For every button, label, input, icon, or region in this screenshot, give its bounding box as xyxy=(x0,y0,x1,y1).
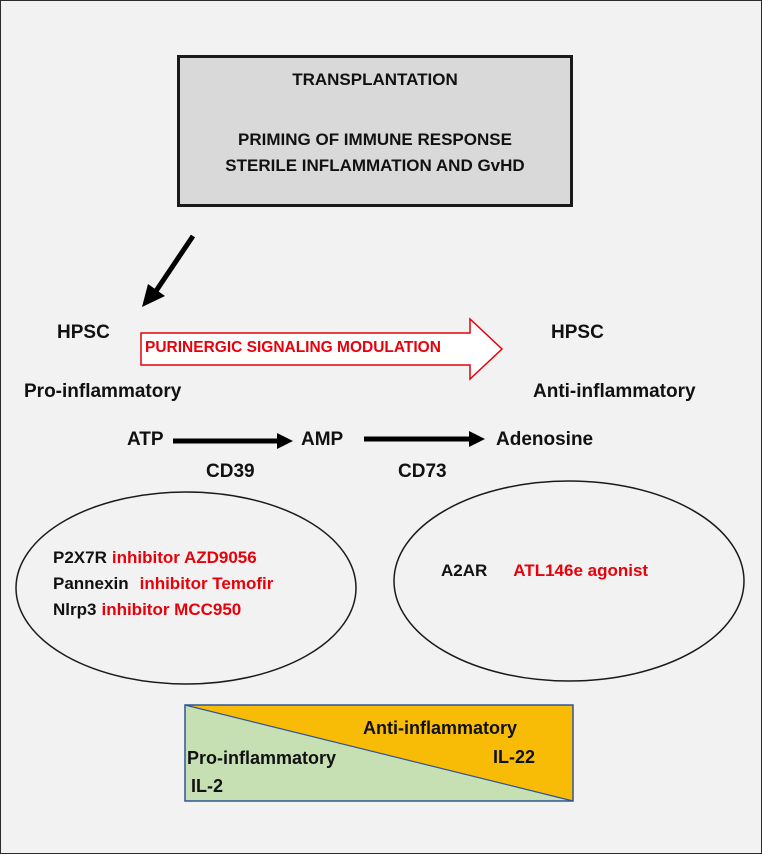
right-anti-inflammatory-label: Anti-inflammatory xyxy=(533,381,696,402)
amp-to-adenosine-arrow xyxy=(364,431,485,447)
header-line-2: STERILE INFLAMMATION AND GvHD xyxy=(225,156,525,175)
balance-il22-label: IL-22 xyxy=(493,747,536,767)
inflammation-balance-box xyxy=(184,704,574,802)
anti-inflammatory-ellipse xyxy=(393,480,745,682)
azd9056-label: inhibitor AZD9056 xyxy=(111,548,257,567)
amp-label: AMP xyxy=(301,429,344,450)
nlrp3-label: Nlrp3 xyxy=(53,600,97,619)
atp-label: ATP xyxy=(127,429,164,450)
a2ar-label: A2AR xyxy=(441,561,488,580)
atl146e-label: ATL146e agonist xyxy=(513,561,649,580)
header-line-1: PRIMING OF IMMUNE RESPONSE xyxy=(238,130,512,149)
priming-arrow xyxy=(142,234,196,307)
mcc950-label: inhibitor MCC950 xyxy=(101,600,242,619)
p2x7r-label: P2X7R xyxy=(53,548,107,567)
transplantation-box: TRANSPLANTATION PRIMING OF IMMUNE RESPON… xyxy=(177,55,573,207)
balance-il2-label: IL-2 xyxy=(191,776,224,796)
atp-to-amp-arrow xyxy=(173,433,293,449)
header-title: TRANSPLANTATION xyxy=(292,70,458,89)
left-pro-inflammatory-label: Pro-inflammatory xyxy=(24,381,182,402)
right-ellipse-content: A2AR ATL146e agonist xyxy=(441,561,648,581)
modulation-label: PURINERGIC SIGNALING MODULATION xyxy=(145,339,441,356)
cd39-label: CD39 xyxy=(206,461,255,482)
temofir-label: inhibitor Temofir xyxy=(139,574,274,593)
pannexin-row: Pannexin inhibitor Temofir xyxy=(53,571,278,597)
right-hpsc-label: HPSC xyxy=(551,322,604,343)
adenosine-label: Adenosine xyxy=(496,429,594,450)
pannexin-label: Pannexin xyxy=(53,574,129,593)
modulation-arrow xyxy=(140,317,504,381)
balance-anti-inflammatory-label: Anti-inflammatory xyxy=(363,718,518,738)
cd73-label: CD73 xyxy=(398,461,447,482)
left-hpsc-label: HPSC xyxy=(57,322,110,343)
pro-inflammatory-ellipse xyxy=(15,491,357,685)
balance-pro-inflammatory-label: Pro-inflammatory xyxy=(187,748,337,768)
